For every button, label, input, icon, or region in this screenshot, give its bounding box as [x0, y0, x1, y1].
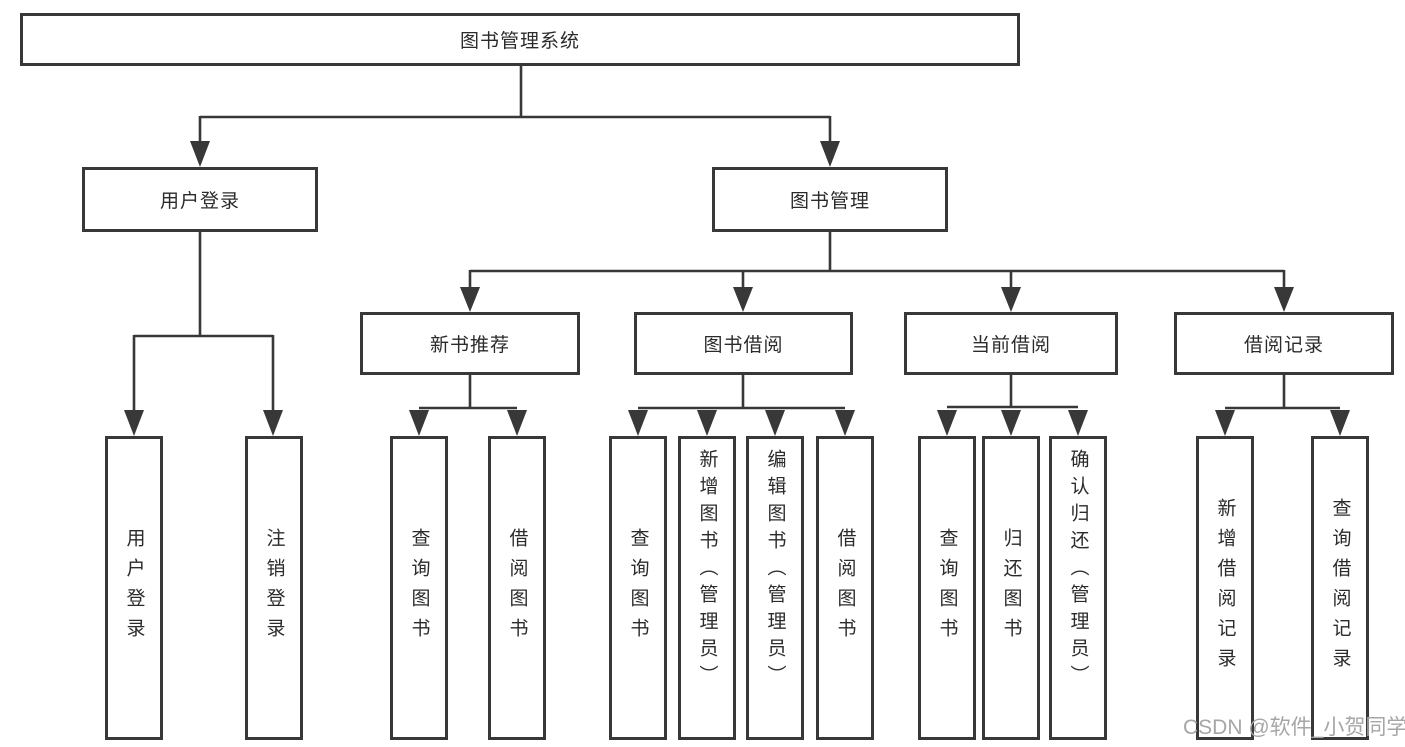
node-label: 借阅图书 — [834, 528, 856, 648]
leaf-borrow-books-borrowing: 借阅图书 — [816, 436, 874, 740]
node-label: 借阅记录 — [1243, 335, 1324, 356]
leaf-add-book-admin: 新增图书（管理员） — [678, 436, 736, 740]
leaf-edit-book-admin: 编辑图书（管理员） — [746, 436, 804, 740]
node-label: 图书借阅 — [703, 335, 784, 356]
leaf-borrow-books-recommend: 借阅图书 — [488, 436, 546, 740]
leaf-confirm-return-admin: 确认归还（管理员） — [1049, 436, 1107, 740]
node-new-book-recommend: 新书推荐 — [360, 312, 580, 375]
node-label: 查询图书 — [408, 528, 430, 648]
node-label: 查询图书 — [627, 528, 649, 648]
leaf-query-books-borrowing: 查询图书 — [609, 436, 667, 740]
node-label: 注销登录 — [263, 528, 285, 648]
node-label: 编辑图书（管理员） — [764, 449, 786, 692]
leaf-return-book: 归还图书 — [982, 436, 1040, 740]
node-book-management-branch: 图书管理 — [712, 167, 948, 232]
node-label: 确认归还（管理员） — [1067, 449, 1089, 692]
node-label: 查询图书 — [936, 528, 958, 648]
node-label: 图书管理系统 — [459, 31, 580, 52]
node-label: 新书推荐 — [429, 335, 510, 356]
node-library-management-system: 图书管理系统 — [20, 13, 1020, 66]
node-label: 查询借阅记录 — [1329, 498, 1351, 678]
node-borrowing-records: 借阅记录 — [1174, 312, 1394, 375]
node-label: 借阅图书 — [506, 528, 528, 648]
leaf-query-books-current: 查询图书 — [918, 436, 976, 740]
node-label: 新增借阅记录 — [1214, 498, 1236, 678]
node-label: 图书管理 — [789, 191, 870, 212]
node-label: 新增图书（管理员） — [696, 449, 718, 692]
leaf-query-borrow-record: 查询借阅记录 — [1311, 436, 1369, 740]
node-current-borrowing: 当前借阅 — [904, 312, 1118, 375]
leaf-add-borrow-record: 新增借阅记录 — [1196, 436, 1254, 740]
node-label: 归还图书 — [1000, 528, 1022, 648]
csdn-watermark: CSDN @软件_小贺同学 — [1183, 716, 1405, 739]
node-user-login-branch: 用户登录 — [82, 167, 318, 232]
node-label: 用户登录 — [123, 528, 145, 648]
node-book-borrowing: 图书借阅 — [634, 312, 853, 375]
leaf-query-books-recommend: 查询图书 — [390, 436, 448, 740]
leaf-logout: 注销登录 — [245, 436, 303, 740]
node-label: 当前借阅 — [970, 335, 1051, 356]
node-label: 用户登录 — [159, 191, 240, 212]
leaf-user-login: 用户登录 — [105, 436, 163, 740]
